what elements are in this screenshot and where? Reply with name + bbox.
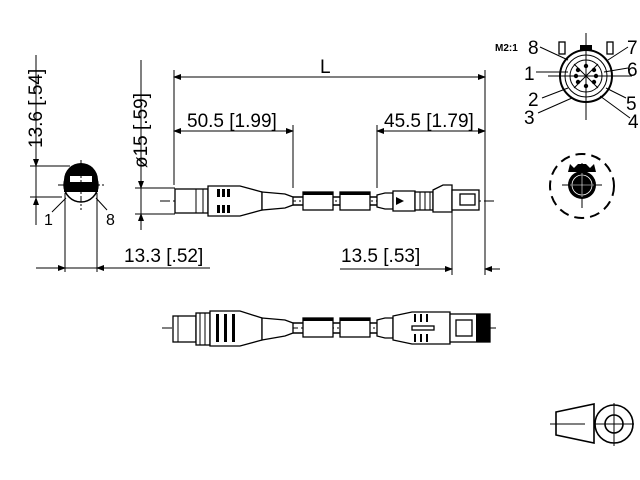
- face-pin-3: 3: [524, 108, 535, 129]
- dim-overall-length: [173, 70, 486, 275]
- dim-diameter: [135, 60, 175, 230]
- side-pin-1-label: 1: [44, 212, 53, 229]
- cable-assembly-top-view: [160, 184, 495, 217]
- scale-label: M2:1: [495, 43, 518, 54]
- projection-symbol-icon: [550, 403, 634, 446]
- face-pin-4: 4: [628, 112, 639, 133]
- face-pin-6: 6: [627, 60, 638, 81]
- side-view-connector: [30, 55, 108, 272]
- dim-left-section: [173, 125, 294, 188]
- face-pin-8: 8: [528, 38, 539, 59]
- connector-end-view: [549, 153, 615, 219]
- dim-length-label: L: [320, 57, 331, 78]
- cable-assembly-side-view: [162, 310, 496, 347]
- dim-left-offset-label: 13.3 [.52]: [124, 246, 203, 267]
- dim-right-offset-label: 13.5 [.53]: [341, 246, 420, 267]
- dim-left-section-label: 50.5 [1.99]: [187, 111, 277, 132]
- face-pin-1: 1: [524, 64, 535, 85]
- dim-right-section-label: 45.5 [1.79]: [384, 111, 474, 132]
- side-pin-8-label: 8: [106, 212, 115, 229]
- dim-height-label: 13.6 [.54]: [26, 69, 47, 148]
- face-pin-2: 2: [528, 90, 539, 111]
- dim-right-section: [376, 125, 486, 188]
- face-pin-5: 5: [626, 94, 637, 115]
- dim-diameter-label: ø15 [.59]: [131, 93, 152, 168]
- face-pin-7: 7: [627, 38, 638, 59]
- connector-face-view: [536, 33, 632, 120]
